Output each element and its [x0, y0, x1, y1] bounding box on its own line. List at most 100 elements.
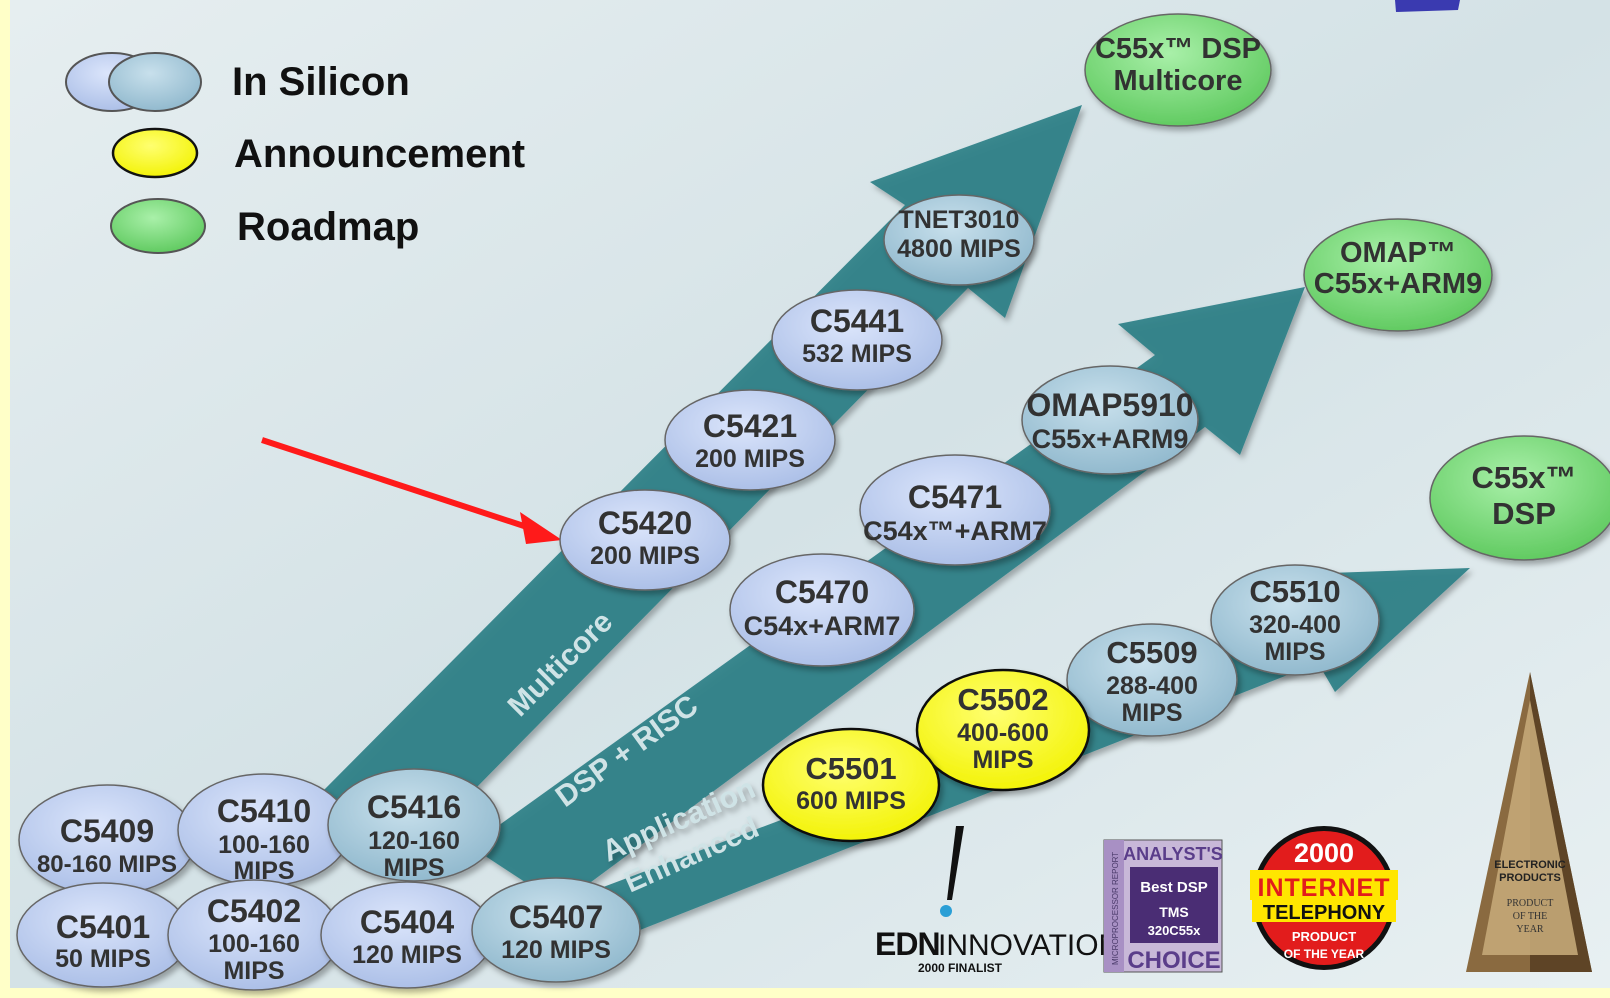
svg-text:C5410: C5410 — [217, 793, 311, 829]
svg-text:200 MIPS: 200 MIPS — [590, 542, 700, 570]
svg-text:Best DSP: Best DSP — [1140, 879, 1208, 896]
svg-text:320C55x: 320C55x — [1148, 923, 1202, 938]
chip-c5420: C5420 200 MIPS — [559, 489, 731, 591]
svg-text:80-160 MIPS: 80-160 MIPS — [37, 851, 177, 878]
svg-text:2000 FINALIST: 2000 FINALIST — [918, 961, 1003, 975]
svg-text:532 MIPS: 532 MIPS — [802, 340, 912, 368]
svg-text:YEAR: YEAR — [1516, 924, 1544, 935]
svg-text:400-600: 400-600 — [957, 719, 1049, 747]
svg-text:ELECTRONIC: ELECTRONIC — [1494, 859, 1566, 871]
chip-c5407: C5407 120 MIPS — [471, 877, 641, 983]
svg-text:DSP: DSP — [1492, 496, 1556, 531]
chip-c5441: C5441 532 MIPS — [771, 289, 943, 391]
svg-text:120 MIPS: 120 MIPS — [352, 941, 462, 969]
svg-text:OF THE YEAR: OF THE YEAR — [1284, 947, 1365, 961]
chip-c5509: C5509 288-400 MIPS — [1066, 623, 1238, 737]
svg-text:C55x+ARM9: C55x+ARM9 — [1032, 424, 1189, 454]
legend-label-in-silicon: In Silicon — [232, 60, 410, 104]
svg-text:C5404: C5404 — [360, 904, 455, 940]
svg-text:ANALYST'S: ANALYST'S — [1123, 844, 1223, 864]
svg-text:C55x+ARM9: C55x+ARM9 — [1314, 268, 1482, 300]
chip-roadmap-multicore: C55x™ DSP Multicore — [1084, 13, 1272, 127]
chip-c5401: C5401 50 MIPS — [16, 882, 190, 988]
svg-text:PRODUCT: PRODUCT — [1292, 929, 1356, 944]
svg-text:MIPS: MIPS — [383, 854, 444, 882]
legend-roadmap: Roadmap — [110, 198, 419, 254]
svg-text:200 MIPS: 200 MIPS — [695, 445, 805, 473]
svg-text:MICROPROCESSOR REPORT: MICROPROCESSOR REPORT — [1111, 852, 1120, 965]
svg-text:C5509: C5509 — [1106, 635, 1197, 670]
chip-roadmap-dsp: C55x™ DSP — [1429, 435, 1610, 561]
svg-text:OF THE: OF THE — [1513, 911, 1548, 922]
svg-text:MIPS: MIPS — [223, 957, 284, 985]
legend-label-announcement: Announcement — [234, 132, 525, 176]
legend-swatch-teal — [108, 52, 202, 112]
svg-text:PRODUCT: PRODUCT — [1507, 898, 1554, 909]
svg-text:MIPS: MIPS — [1264, 638, 1325, 666]
exclamation-icon — [947, 826, 964, 900]
svg-text:EDN: EDN — [875, 926, 940, 962]
svg-text:C5470: C5470 — [775, 574, 869, 610]
chip-c5402: C5402 100-160 MIPS — [167, 879, 341, 991]
svg-text:C5471: C5471 — [908, 479, 1002, 515]
svg-text:4800 MIPS: 4800 MIPS — [897, 235, 1021, 263]
exclamation-dot-icon — [940, 905, 952, 917]
chip-c5421: C5421 200 MIPS — [664, 389, 836, 491]
legend: In Silicon Announcement Roadmap — [65, 52, 525, 254]
chip-c5409: C5409 80-160 MIPS — [18, 784, 196, 896]
svg-text:120 MIPS: 120 MIPS — [501, 936, 611, 964]
chip-c5501: C5501 600 MIPS — [761, 727, 941, 843]
legend-in-silicon: In Silicon — [65, 52, 410, 112]
svg-text:600 MIPS: 600 MIPS — [796, 787, 906, 815]
svg-text:C5401: C5401 — [56, 909, 150, 945]
svg-text:INNOVATION: INNOVATION — [938, 929, 1120, 962]
svg-text:C5501: C5501 — [805, 751, 896, 786]
chip-c5470: C5470 C54x+ARM7 — [729, 553, 915, 667]
svg-text:320-400: 320-400 — [1249, 611, 1341, 639]
svg-text:MIPS: MIPS — [972, 746, 1033, 774]
svg-text:CHOICE: CHOICE — [1127, 947, 1220, 974]
svg-text:C5421: C5421 — [703, 408, 797, 444]
svg-text:C54x+ARM7: C54x+ARM7 — [744, 611, 901, 641]
svg-text:C5502: C5502 — [957, 682, 1048, 717]
pointer-arrow — [261, 437, 562, 544]
svg-text:100-160: 100-160 — [208, 930, 300, 958]
chip-roadmap-omap: OMAP™ C55x+ARM9 — [1303, 218, 1493, 332]
svg-text:TELEPHONY: TELEPHONY — [1263, 902, 1386, 924]
svg-text:C5420: C5420 — [598, 505, 692, 541]
svg-text:C5407: C5407 — [509, 899, 603, 935]
svg-text:PRODUCTS: PRODUCTS — [1499, 872, 1561, 884]
chip-c5416: C5416 120-160 MIPS — [327, 768, 501, 882]
chip-c5471: C5471 C54x™+ARM7 — [859, 454, 1051, 566]
chip-c5404: C5404 120 MIPS — [320, 881, 494, 989]
svg-text:2000: 2000 — [1294, 838, 1354, 868]
svg-text:TNET3010: TNET3010 — [899, 206, 1020, 234]
svg-text:C55x™: C55x™ — [1471, 460, 1576, 495]
chip-c5510: C5510 320-400 MIPS — [1210, 564, 1380, 676]
chip-tnet3010: TNET3010 4800 MIPS — [883, 194, 1035, 286]
svg-text:TMS: TMS — [1159, 904, 1189, 920]
svg-text:INTERNET: INTERNET — [1258, 874, 1391, 902]
chip-c5502: C5502 400-600 MIPS — [915, 668, 1091, 792]
legend-label-roadmap: Roadmap — [237, 205, 419, 249]
svg-text:C55x™ DSP: C55x™ DSP — [1095, 33, 1261, 65]
svg-text:OMAP5910: OMAP5910 — [1026, 387, 1193, 423]
pointer-arrowhead — [520, 512, 562, 544]
corner-graphic — [1395, 0, 1460, 12]
svg-text:288-400: 288-400 — [1106, 672, 1198, 700]
award-edn-innovation: EDN INNOVATION 2000 FINALIST — [875, 826, 1120, 975]
chip-omap5910: OMAP5910 C55x+ARM9 — [1021, 365, 1199, 475]
svg-text:120-160: 120-160 — [368, 827, 460, 855]
award-analysts-choice: MICROPROCESSOR REPORT ANALYST'S Best DSP… — [1103, 839, 1223, 974]
award-electronic-products-trophy: ELECTRONIC PRODUCTS PRODUCT OF THE YEAR — [1466, 672, 1592, 972]
svg-text:100-160: 100-160 — [218, 831, 310, 859]
award-internet-telephony: 2000 INTERNET TELEPHONY PRODUCT OF THE Y… — [1250, 826, 1398, 970]
legend-announcement: Announcement — [111, 127, 525, 179]
chip-c5410: C5410 100-160 MIPS — [177, 773, 351, 887]
legend-swatch-green — [110, 198, 206, 254]
legend-swatch-yellow — [111, 127, 199, 179]
svg-text:C5510: C5510 — [1249, 574, 1340, 609]
svg-text:OMAP™: OMAP™ — [1340, 237, 1456, 269]
svg-text:C54x™+ARM7: C54x™+ARM7 — [863, 516, 1047, 546]
